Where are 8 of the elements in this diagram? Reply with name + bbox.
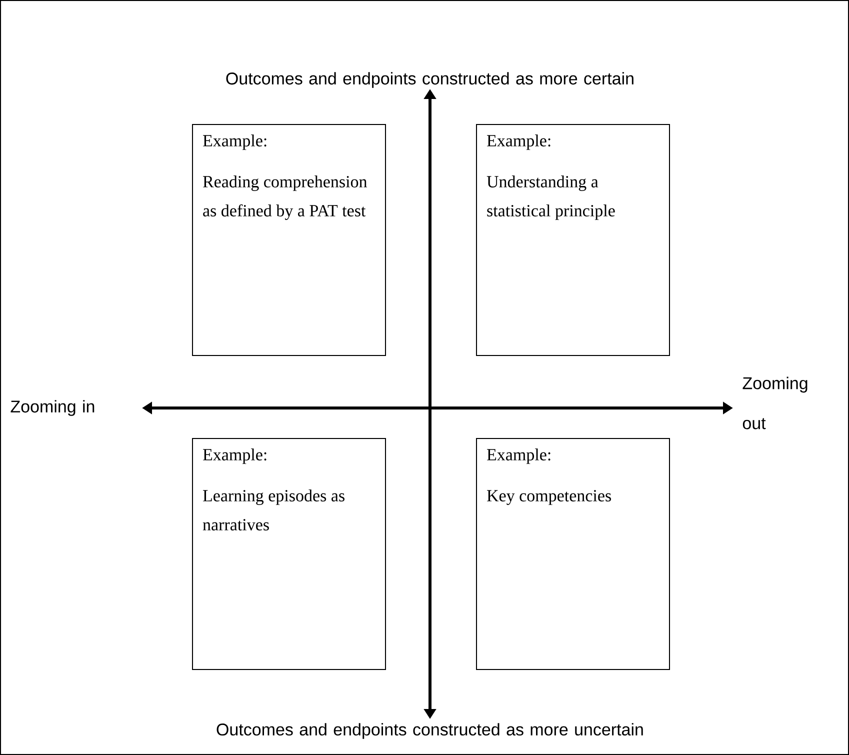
example-box: Example: Key competencies [476,438,670,670]
axis-label: Zooming in [10,400,94,416]
axis-label: Zooming out [742,376,808,430]
example-box: Example: Learning episodes as narratives [192,438,386,670]
axis-label: Outcomes and endpoints constructed as more certain [226,72,634,88]
axis-label: Outcomes and endpoints constructed as more uncertain [216,723,643,739]
example-box: Example: Reading comprehension as defined by a PAT test [192,124,386,356]
example-box: Example: Understanding a statistical principle [476,124,670,356]
